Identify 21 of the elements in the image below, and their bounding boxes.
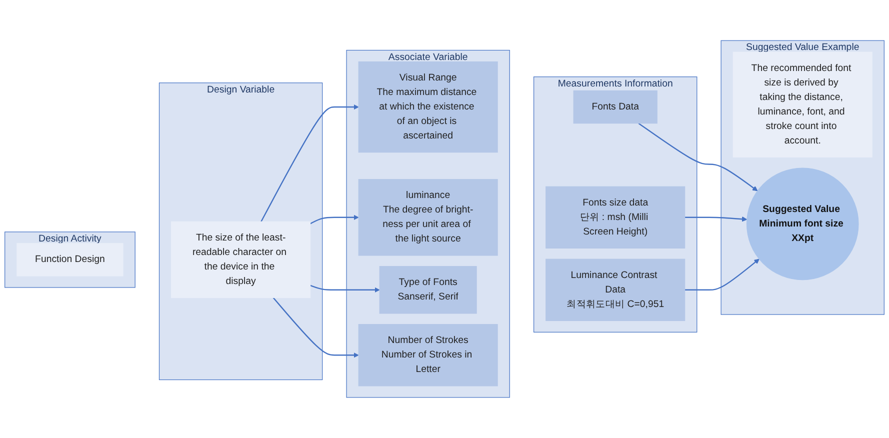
node-box [379, 266, 477, 314]
arrow [684, 258, 760, 290]
node-box [546, 258, 686, 322]
cluster [720, 40, 884, 315]
node-box [358, 61, 498, 153]
cluster [534, 76, 698, 332]
arrow [310, 284, 380, 293]
arrow [310, 214, 359, 224]
node-box [358, 179, 498, 256]
node-box [171, 221, 311, 298]
arrow [272, 297, 359, 358]
node-box [358, 324, 498, 386]
cluster [158, 82, 323, 380]
node-circle [746, 168, 859, 280]
arrow [638, 122, 758, 192]
arrow [684, 216, 748, 222]
arrow [260, 104, 359, 222]
node-box [573, 90, 658, 124]
cluster [346, 50, 510, 398]
node-box [546, 186, 686, 249]
cluster [4, 232, 136, 288]
